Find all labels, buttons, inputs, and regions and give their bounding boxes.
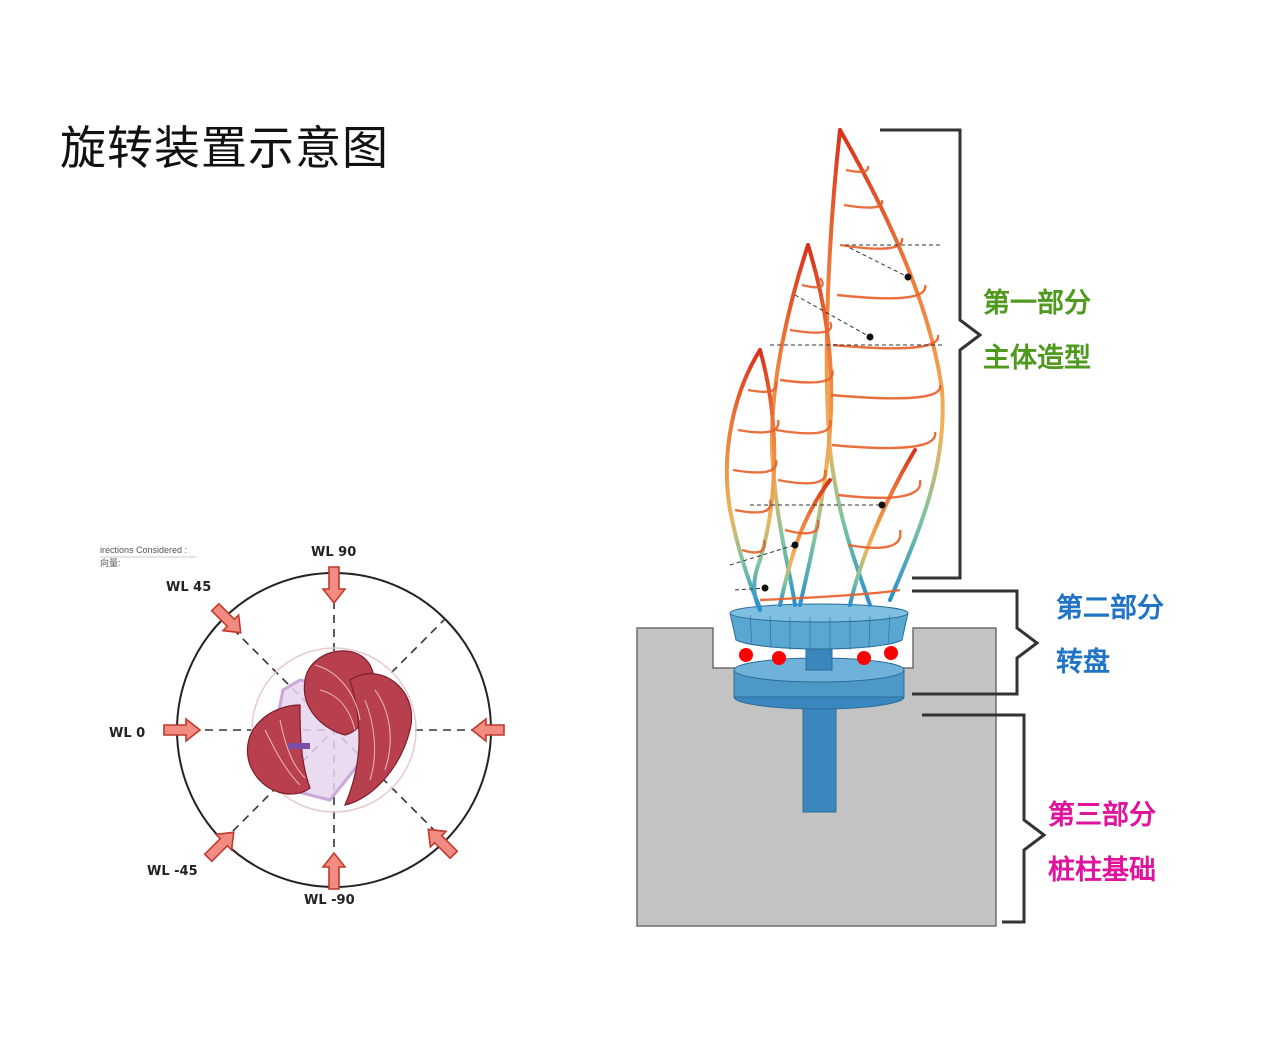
wind-arrow-wl90 (321, 566, 347, 605)
sculpture-frame (724, 128, 945, 612)
wind-arrow-wl45 (210, 602, 242, 634)
label-wl0: WL 0 (109, 726, 145, 741)
frame-ribs (732, 165, 942, 602)
part2-label-line2: 转盘 (1056, 647, 1110, 678)
label-wlm90: WL -90 (304, 893, 355, 908)
wind-arrow-right (470, 717, 505, 743)
wind-arrow-lower-right (427, 828, 459, 860)
wind-header-line2: 向量: (100, 557, 121, 568)
part-brackets (880, 128, 1047, 924)
label-wl45: WL 45 (166, 580, 211, 595)
page-title: 旋转装置示意图 (60, 121, 389, 175)
part2-label-line1: 第二部分 (1056, 593, 1164, 624)
part3-label-line2: 桩柱基础 (1048, 855, 1156, 886)
sculpture-plan-model (246, 650, 413, 806)
label-wl90: WL 90 (311, 545, 356, 560)
label-wlm45: WL -45 (147, 864, 198, 879)
part3-label-line1: 第三部分 (1048, 800, 1156, 831)
pile-column (802, 696, 837, 813)
structure-drawing (636, 128, 1047, 927)
bracket-part1 (880, 128, 983, 580)
bracket-part2 (912, 589, 1040, 696)
part1-label-line1: 第一部分 (983, 288, 1091, 319)
wind-arrows (163, 566, 505, 890)
wind-direction-diagram: irections Considered : 向量: (100, 545, 505, 908)
wind-arrow-wlm45 (203, 831, 235, 863)
bearings (739, 646, 898, 665)
wind-arrow-wl0 (163, 717, 202, 743)
bracket-part3 (922, 713, 1047, 924)
part1-label-line2: 主体造型 (983, 343, 1091, 374)
wind-arrow-wlm90 (321, 851, 347, 890)
wind-header-line1: irections Considered : (100, 545, 187, 555)
